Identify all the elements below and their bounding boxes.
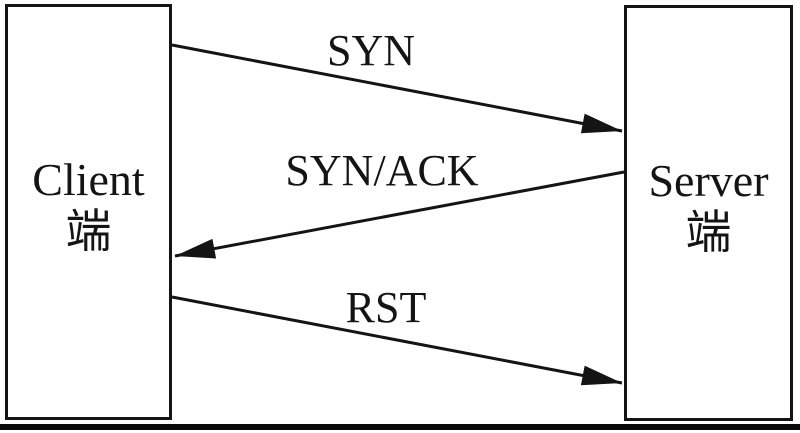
client-node-text: Client 端: [32, 154, 144, 258]
server-node: Server 端: [624, 5, 793, 421]
client-node-title: Client: [32, 154, 145, 205]
syn-arrow-line: [171, 43, 623, 134]
syn-ack-arrow-line: [174, 170, 625, 259]
bottom-rule: [0, 424, 800, 430]
server-node-title: Server: [648, 155, 769, 206]
message-label-syn-ack: SYN/ACK: [285, 146, 479, 195]
rst-arrow-line: [171, 295, 623, 386]
message-label-rst: RST: [345, 283, 427, 332]
message-label-syn: SYN: [326, 26, 416, 75]
client-node-subtitle: 端: [65, 206, 112, 257]
client-node: Client 端: [5, 4, 172, 420]
server-node-subtitle: 端: [685, 207, 732, 258]
server-node-text: Server 端: [648, 155, 768, 259]
